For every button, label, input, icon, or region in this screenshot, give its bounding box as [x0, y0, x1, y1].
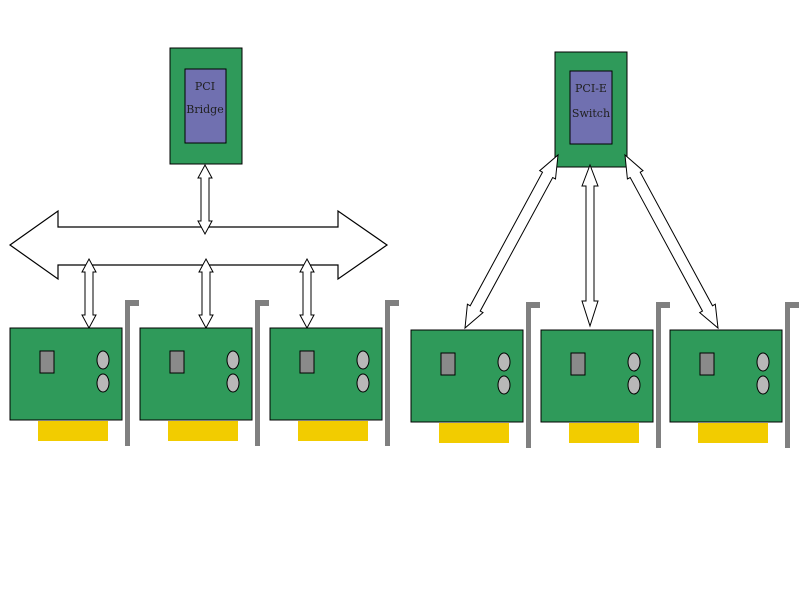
switch-to-card-arrow-3	[624, 153, 719, 330]
pcie-expansion-card-3	[669, 301, 800, 449]
pci-expansion-card-3	[269, 299, 400, 447]
bus-to-card-arrow-3	[299, 257, 315, 330]
switch-to-card-arrow-1	[464, 153, 559, 330]
pci-expansion-card-1	[9, 299, 140, 447]
pcie-switch-label-line1: PCI-E	[575, 82, 607, 95]
bus-to-card-arrow-2	[198, 257, 214, 330]
switch-to-card-arrow-2	[581, 163, 599, 328]
pci-bridge-chip: PCI Bridge	[169, 47, 243, 165]
bus-to-card-arrow-1	[81, 257, 97, 330]
pci-bridge-label-line2: Bridge	[186, 103, 223, 116]
bridge-to-bus-arrow	[197, 163, 213, 236]
pcie-expansion-card-1	[410, 301, 541, 449]
pcie-switch-chip: PCI-E Switch	[554, 51, 628, 168]
pcie-expansion-card-2	[540, 301, 671, 449]
pci-bridge-label-line1: PCI	[195, 80, 215, 93]
pci-shared-bus-arrow	[8, 209, 389, 281]
pcie-switch-label-line2: Switch	[572, 107, 610, 120]
